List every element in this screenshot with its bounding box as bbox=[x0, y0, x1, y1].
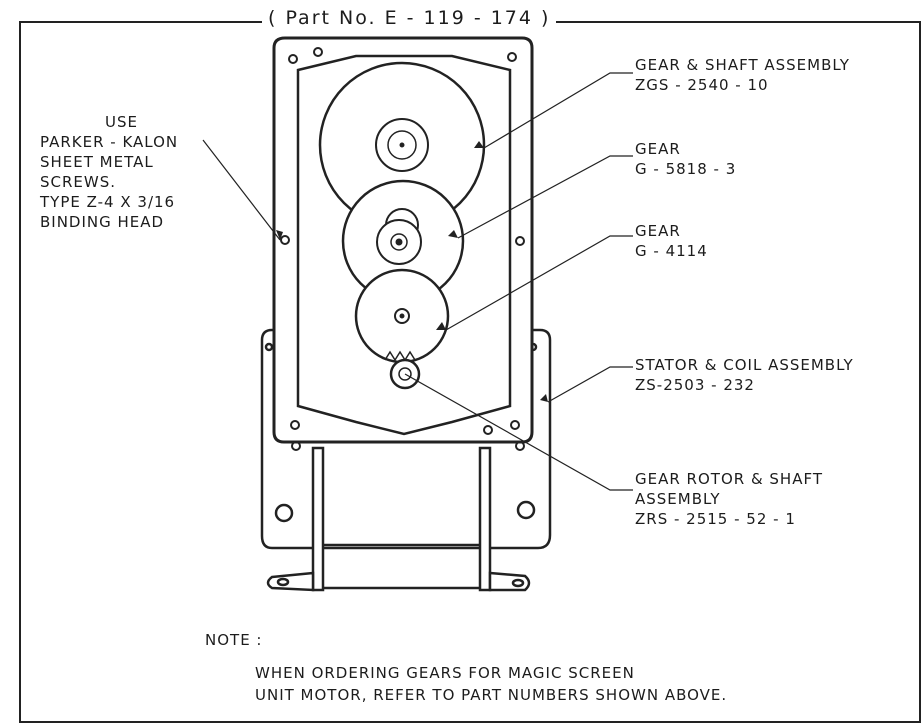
callout-gear-g-5818-3: GEAR G - 5818 - 3 bbox=[635, 139, 736, 179]
screw-note-line: SHEET METAL bbox=[40, 153, 154, 171]
plate-hole bbox=[313, 47, 323, 57]
callout-label: GEAR ROTOR & SHAFT bbox=[635, 470, 823, 488]
callout-stator-coil-assembly: STATOR & COIL ASSEMBLY ZS-2503 - 232 bbox=[635, 355, 854, 395]
callout-label: GEAR bbox=[635, 222, 681, 240]
leader-rotor bbox=[404, 373, 633, 491]
callout-label: GEAR bbox=[635, 140, 681, 158]
plate-hole bbox=[280, 235, 290, 245]
stator-hole-right bbox=[516, 500, 536, 520]
screw-note-line: SCREWS. bbox=[40, 173, 117, 191]
screw-note-line: TYPE Z-4 X 3/16 bbox=[40, 193, 176, 211]
leader-lines bbox=[202, 72, 633, 491]
stator-hole-left bbox=[274, 503, 294, 523]
gear-g-4114 bbox=[354, 268, 450, 364]
callout-gear-rotor-shaft-assembly: GEAR ROTOR & SHAFT ASSEMBLY ZRS - 2515 -… bbox=[635, 469, 823, 529]
leader-gear-5818 bbox=[457, 155, 633, 239]
leader-screw bbox=[202, 139, 281, 241]
plate-hole bbox=[483, 425, 493, 435]
plate-hole bbox=[290, 420, 300, 430]
gear-g-5818-3 bbox=[341, 179, 465, 303]
leader-arrowheads bbox=[276, 141, 548, 402]
stator-housing bbox=[260, 328, 552, 550]
plate-hole bbox=[515, 441, 525, 451]
screw-note-line: BINDING HEAD bbox=[40, 213, 165, 231]
plate-hole bbox=[507, 52, 517, 62]
callout-label: GEAR & SHAFT ASSEMBLY bbox=[635, 56, 850, 74]
plate-hole bbox=[291, 441, 301, 451]
callout-part-number: ZRS - 2515 - 52 - 1 bbox=[635, 510, 796, 528]
callout-gear-g-4114: GEAR G - 4114 bbox=[635, 221, 708, 261]
callout-label: STATOR & COIL ASSEMBLY bbox=[635, 356, 854, 374]
callout-part-number: ZGS - 2540 - 10 bbox=[635, 76, 769, 94]
callout-part-number: G - 4114 bbox=[635, 242, 708, 260]
note-heading: NOTE : bbox=[205, 631, 263, 649]
plate-hole bbox=[510, 420, 520, 430]
screw-note-line: PARKER - KALON bbox=[40, 133, 179, 151]
note-line: UNIT MOTOR, REFER TO PART NUMBERS SHOWN … bbox=[255, 686, 728, 704]
callout-gear-shaft-assembly: GEAR & SHAFT ASSEMBLY ZGS - 2540 - 10 bbox=[635, 55, 850, 95]
leader-stator bbox=[547, 366, 633, 403]
screw-note-line: USE bbox=[105, 113, 138, 131]
plate-hole bbox=[515, 236, 525, 246]
callout-part-number: G - 5818 - 3 bbox=[635, 160, 737, 178]
note-line: WHEN ORDERING GEARS FOR MAGIC SCREEN bbox=[255, 664, 635, 682]
callout-part-number: ZS-2503 - 232 bbox=[635, 376, 755, 394]
leader-gear-shaft bbox=[483, 72, 633, 149]
plate-hole bbox=[288, 54, 298, 64]
coil-bracket bbox=[266, 446, 531, 592]
screw-note: USE PARKER - KALON SHEET METAL SCREWS. T… bbox=[40, 112, 178, 232]
drawing-title: ( Part No. E - 119 - 174 ) bbox=[262, 8, 557, 28]
callout-label: ASSEMBLY bbox=[635, 490, 721, 508]
leader-gear-4114 bbox=[445, 235, 633, 331]
note-body: WHEN ORDERING GEARS FOR MAGIC SCREEN UNI… bbox=[255, 662, 727, 706]
